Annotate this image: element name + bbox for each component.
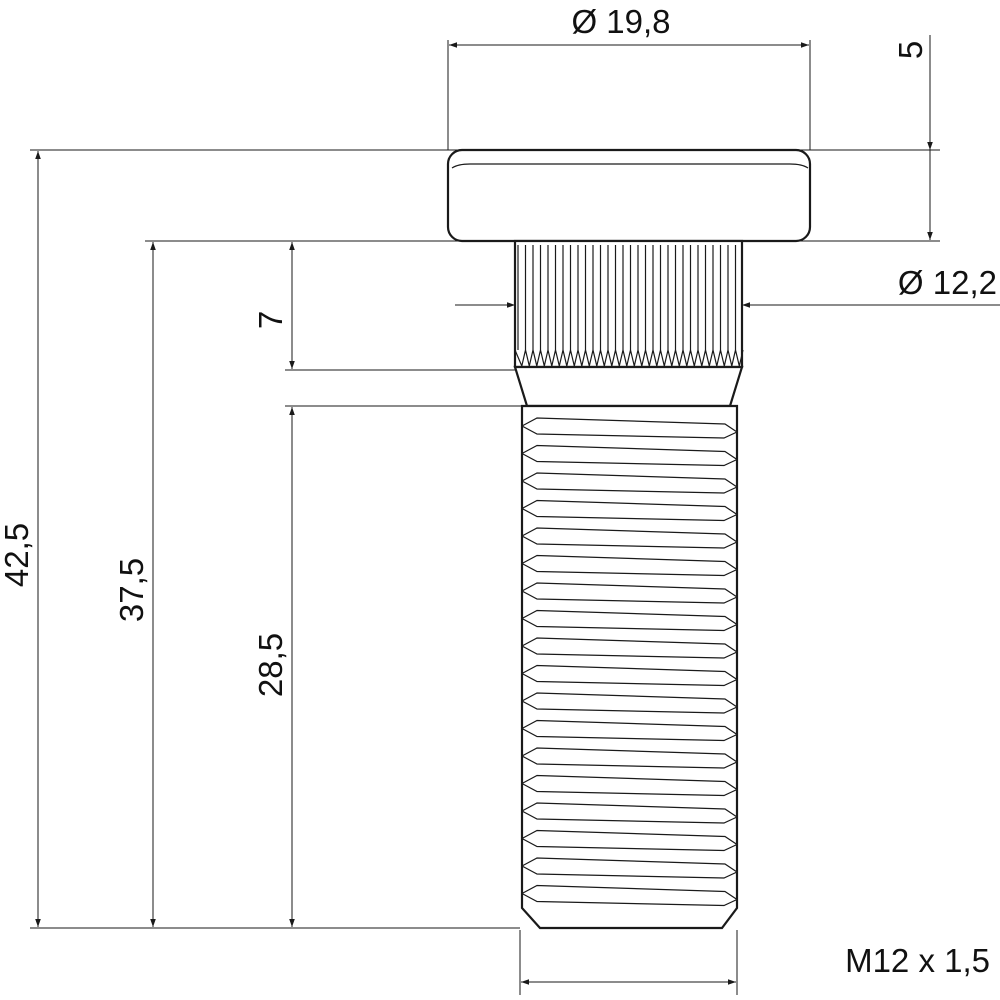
thread-section <box>520 404 739 930</box>
thread-crest <box>521 692 738 714</box>
thread-crest <box>521 417 738 439</box>
thread-crest <box>521 884 738 907</box>
thread-spec-label: M12 x 1,5 <box>845 942 990 979</box>
dimension-labels: Ø 19,8 5 Ø 12,2 7 42,5 37,5 28,5 M12 x 1… <box>0 3 997 979</box>
thread-crest <box>521 857 738 879</box>
knurl-diameter-label: Ø 12,2 <box>898 264 997 301</box>
thread-crest <box>521 527 738 549</box>
shank-length-label: 37,5 <box>113 558 150 622</box>
thread-crest <box>521 472 738 494</box>
thread-crest <box>521 664 738 687</box>
thread-crest <box>521 637 738 659</box>
total-length-label: 42,5 <box>0 523 35 587</box>
head-chamfer-line <box>451 163 809 169</box>
thread-crest <box>521 609 738 632</box>
thread-crest <box>521 582 738 604</box>
head-diameter-label: Ø 19,8 <box>571 3 670 40</box>
thread-crest <box>521 444 738 467</box>
knurl-length-label: 7 <box>252 311 289 329</box>
thread-crest <box>521 747 738 769</box>
thread-crest <box>521 774 738 797</box>
thread-length-label: 28,5 <box>252 633 289 697</box>
thread-crest <box>521 719 738 742</box>
knurl-to-thread-transition <box>513 365 744 408</box>
head-height-label: 5 <box>892 41 929 59</box>
knurl-section <box>513 239 744 369</box>
bolt-body <box>446 148 812 930</box>
thread-crest <box>521 802 738 824</box>
thread-crest <box>521 829 738 852</box>
thread-crest <box>521 499 738 522</box>
thread-crest <box>521 554 738 577</box>
dimension-lines <box>35 35 1000 985</box>
